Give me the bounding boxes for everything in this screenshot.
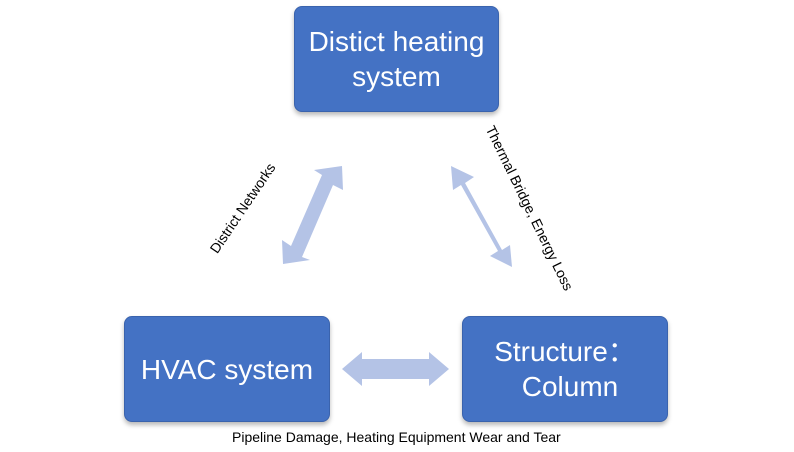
double-arrow-bottom xyxy=(342,352,449,386)
node-hvac-system: HVAC system xyxy=(124,316,330,422)
node-top-line1: Distict heating xyxy=(308,26,485,57)
node-left-label: HVAC system xyxy=(140,353,314,385)
double-arrow-left xyxy=(282,166,343,264)
edge-label-pipeline-damage: Pipeline Damage, Heating Equipment Wear … xyxy=(232,429,561,445)
node-structure-column: Structure： Column xyxy=(462,316,668,422)
node-top-line2: system xyxy=(352,61,441,92)
node-right-line1: Structure： xyxy=(494,336,636,367)
node-district-heating-system: Distict heating system xyxy=(294,6,499,112)
double-arrow-right xyxy=(451,166,512,267)
node-right-line2: Column xyxy=(521,371,619,402)
